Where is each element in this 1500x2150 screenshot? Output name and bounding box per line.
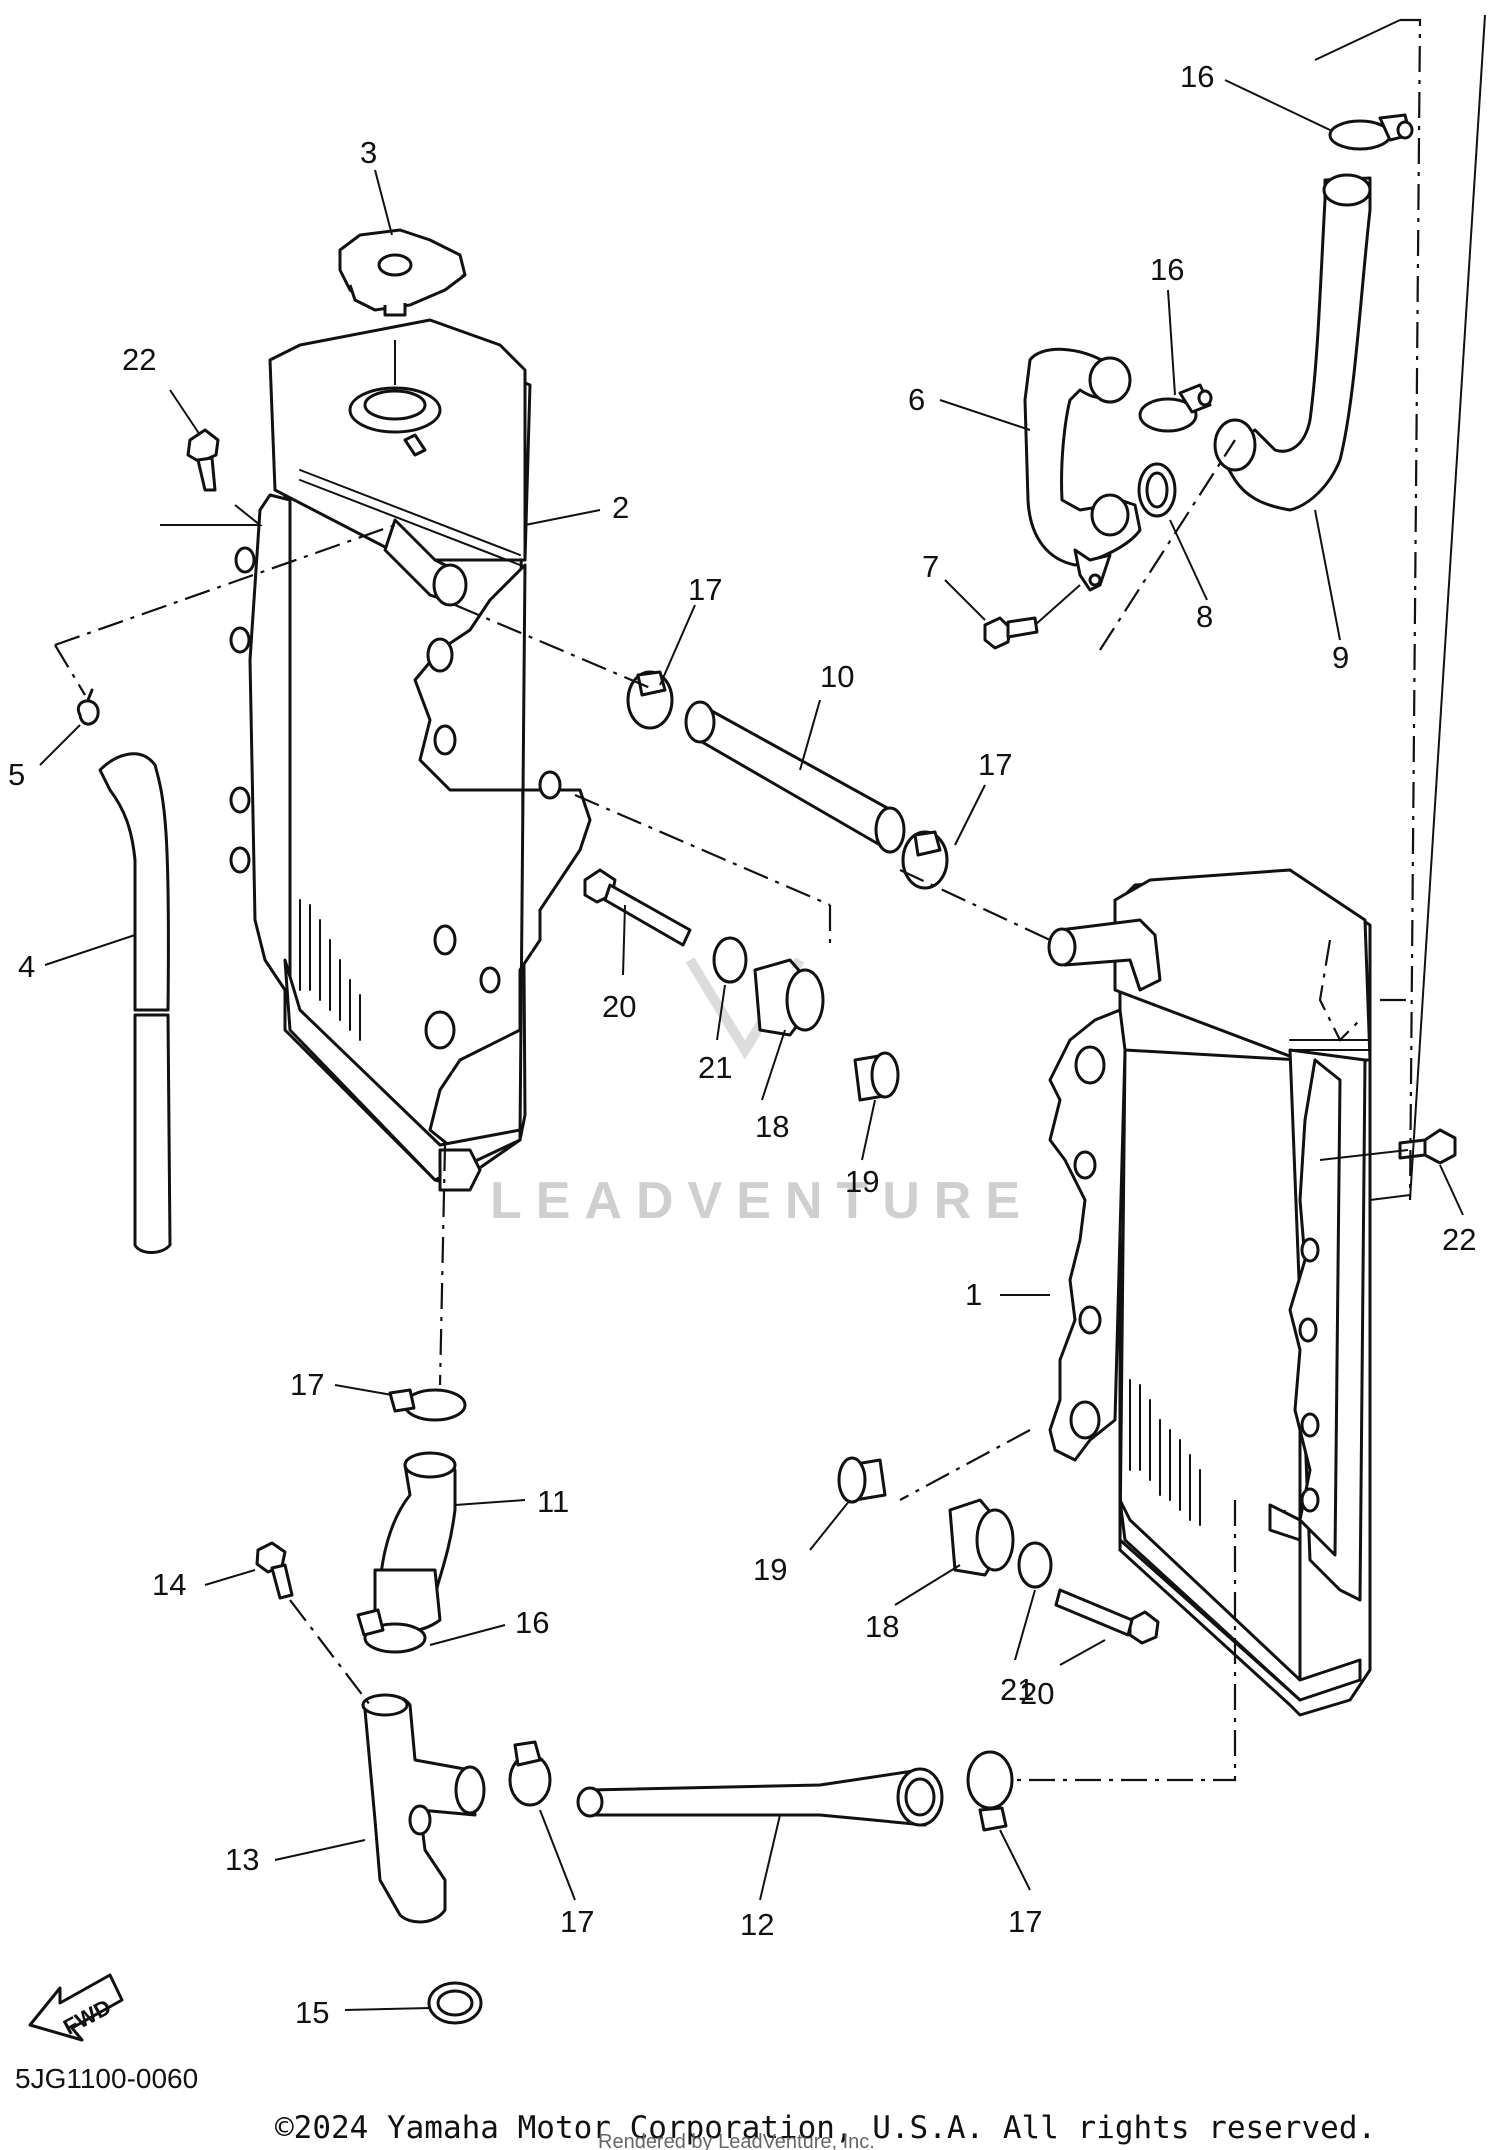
- hose-11: [373, 1451, 457, 1633]
- clamp-17-e: [966, 1750, 1014, 1832]
- callout-14: 14: [152, 1567, 186, 1602]
- assembly-lines: [54, 18, 1422, 1782]
- joint-13: [361, 1693, 486, 1924]
- bolt-22-right: [1398, 1128, 1457, 1165]
- callout-22: 22: [122, 342, 156, 377]
- bolt-7: [983, 616, 1039, 650]
- diagram-code: 5JG1100-0060: [15, 2063, 198, 2094]
- grommet-18-a: [753, 958, 825, 1037]
- callout-19: 19: [753, 1552, 787, 1587]
- radiator-cap: [338, 228, 467, 317]
- callout-21: 21: [1000, 1672, 1034, 1707]
- callout-6: 6: [908, 382, 925, 417]
- callout-17: 17: [978, 747, 1012, 782]
- clamp-17-c: [388, 1388, 467, 1422]
- callout-16: 16: [1180, 59, 1214, 94]
- collar-19-b: [837, 1456, 887, 1504]
- washer-21-a: [712, 936, 748, 984]
- callout-13: 13: [225, 1842, 259, 1877]
- breather-hose-4: [98, 752, 172, 1254]
- callout-15: 15: [295, 1995, 329, 2030]
- callout-7: 7: [922, 549, 939, 584]
- rendered-by-notice: Rendered by LeadVenture, Inc.: [598, 2131, 875, 2150]
- callout-9: 9: [1332, 640, 1349, 675]
- callout-1: 1: [965, 1277, 982, 1312]
- grommet-18-b: [948, 1498, 1015, 1577]
- left-radiator: [229, 318, 592, 1192]
- callout-17: 17: [688, 572, 722, 607]
- watermark-text: LEADVENTURE: [490, 1172, 1034, 1230]
- copyright-notice: ©2024 Yamaha Motor Corporation, U.S.A. A…: [275, 2110, 1376, 2146]
- callout-17: 17: [1008, 1904, 1042, 1939]
- callout-22: 22: [1442, 1222, 1476, 1257]
- callout-17: 17: [290, 1367, 324, 1402]
- callout-19: 19: [845, 1164, 879, 1199]
- clamp-17-d: [508, 1740, 552, 1807]
- bolt-22-left: [186, 428, 220, 492]
- washer-21-b: [1017, 1541, 1053, 1589]
- clip-5: [76, 688, 100, 726]
- callout-10: 10: [820, 659, 854, 694]
- fwd-arrow-icon: FWD: [28, 1973, 124, 2042]
- callouts: 16 3 16 6 22 2 7 8 9 17 10 5 17 4 20 21 …: [8, 59, 1476, 2030]
- callout-16: 16: [515, 1605, 549, 1640]
- callout-16: 16: [1150, 252, 1184, 287]
- callout-3: 3: [360, 135, 377, 170]
- clamp-16-low: [356, 1608, 427, 1654]
- callout-18: 18: [865, 1609, 899, 1644]
- callout-20: 20: [1020, 1676, 1054, 1711]
- clamp-16-mid: [1138, 383, 1213, 433]
- clamp-17-a: [626, 670, 674, 730]
- hose-6: [1023, 347, 1142, 592]
- callout-8: 8: [1196, 599, 1213, 634]
- callout-11: 11: [537, 1484, 569, 1519]
- callout-21: 21: [698, 1050, 732, 1085]
- collar-19-a: [853, 1051, 900, 1102]
- bolt-14: [255, 1541, 294, 1600]
- bolt-20-b: [1054, 1588, 1160, 1645]
- clamp-17-b: [901, 830, 949, 890]
- clamp-16-top: [1328, 113, 1414, 151]
- bolt-20-a: [583, 868, 692, 947]
- callout-17: 17: [560, 1904, 594, 1939]
- callout-4: 4: [18, 949, 35, 984]
- right-radiator: [1047, 868, 1372, 1717]
- callout-5: 5: [8, 757, 25, 792]
- hose-9: [1213, 173, 1372, 512]
- callout-20: 20: [602, 989, 636, 1024]
- leader-lines: [39, 79, 1464, 2011]
- callout-2: 2: [612, 490, 629, 525]
- callout-18: 18: [755, 1109, 789, 1144]
- hose-10: [684, 700, 906, 854]
- callout-12: 12: [740, 1907, 774, 1942]
- hose-12: [576, 1767, 944, 1827]
